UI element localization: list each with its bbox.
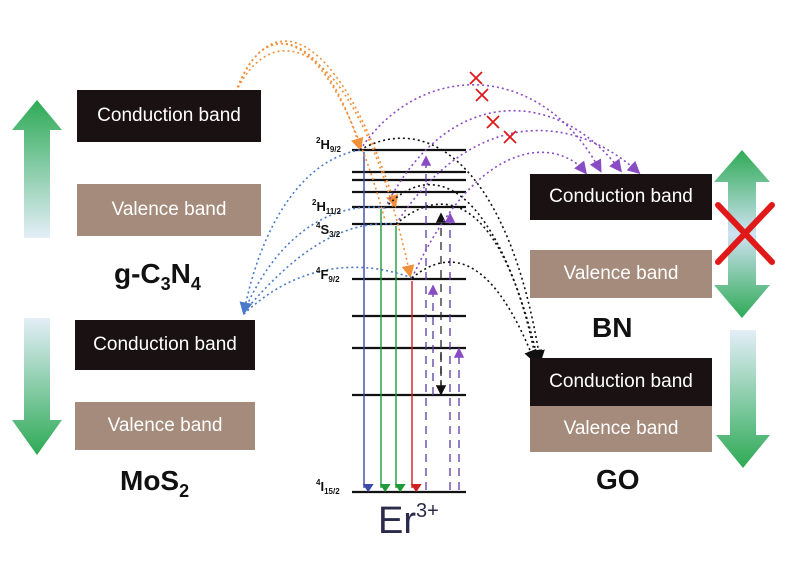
er3-ion-label: Er3+	[378, 500, 439, 542]
go-conduction-band: Conduction band	[530, 358, 712, 406]
small-blocked-crosses	[469, 71, 517, 144]
level-label-2h11-2: 2H11/2	[312, 198, 341, 216]
gc3n4-band-arrow	[12, 100, 62, 238]
orange-transfer-paths	[235, 40, 415, 279]
purple-transfer-paths	[359, 84, 641, 279]
blue-transfer-paths	[239, 149, 413, 316]
go-band-arrow	[716, 330, 770, 468]
level-label-4f9-2: 4F9/2	[316, 266, 340, 284]
black-transfer-paths	[359, 137, 545, 364]
gc3n4-conduction-band: Conduction band	[77, 90, 261, 142]
energy-level-lines	[352, 148, 466, 494]
bn-label: BN	[592, 312, 633, 343]
bn-valence-band: Valence band	[530, 250, 712, 298]
mos2-band-arrow	[12, 318, 62, 455]
bn-conduction-band: Conduction band	[530, 174, 712, 220]
level-label-2h9-2: 2H9/2	[316, 136, 341, 154]
bn-blocked-cross	[715, 202, 775, 265]
mos2-valence-band: Valence band	[75, 402, 255, 450]
mos2-conduction-band: Conduction band	[75, 320, 255, 370]
gc3n4-label: g-C3N4	[114, 258, 201, 294]
emission-arrows	[362, 152, 422, 493]
gc3n4-valence-band: Valence band	[77, 184, 261, 236]
level-label-4s3-2: 4S3/2	[316, 221, 341, 239]
go-label: GO	[596, 464, 640, 495]
level-label-4i15-2: 4I15/2	[316, 478, 340, 496]
go-valence-band: Valence band	[530, 406, 712, 452]
mos2-label: MoS2	[120, 465, 190, 501]
excitation-arrows	[420, 155, 465, 490]
